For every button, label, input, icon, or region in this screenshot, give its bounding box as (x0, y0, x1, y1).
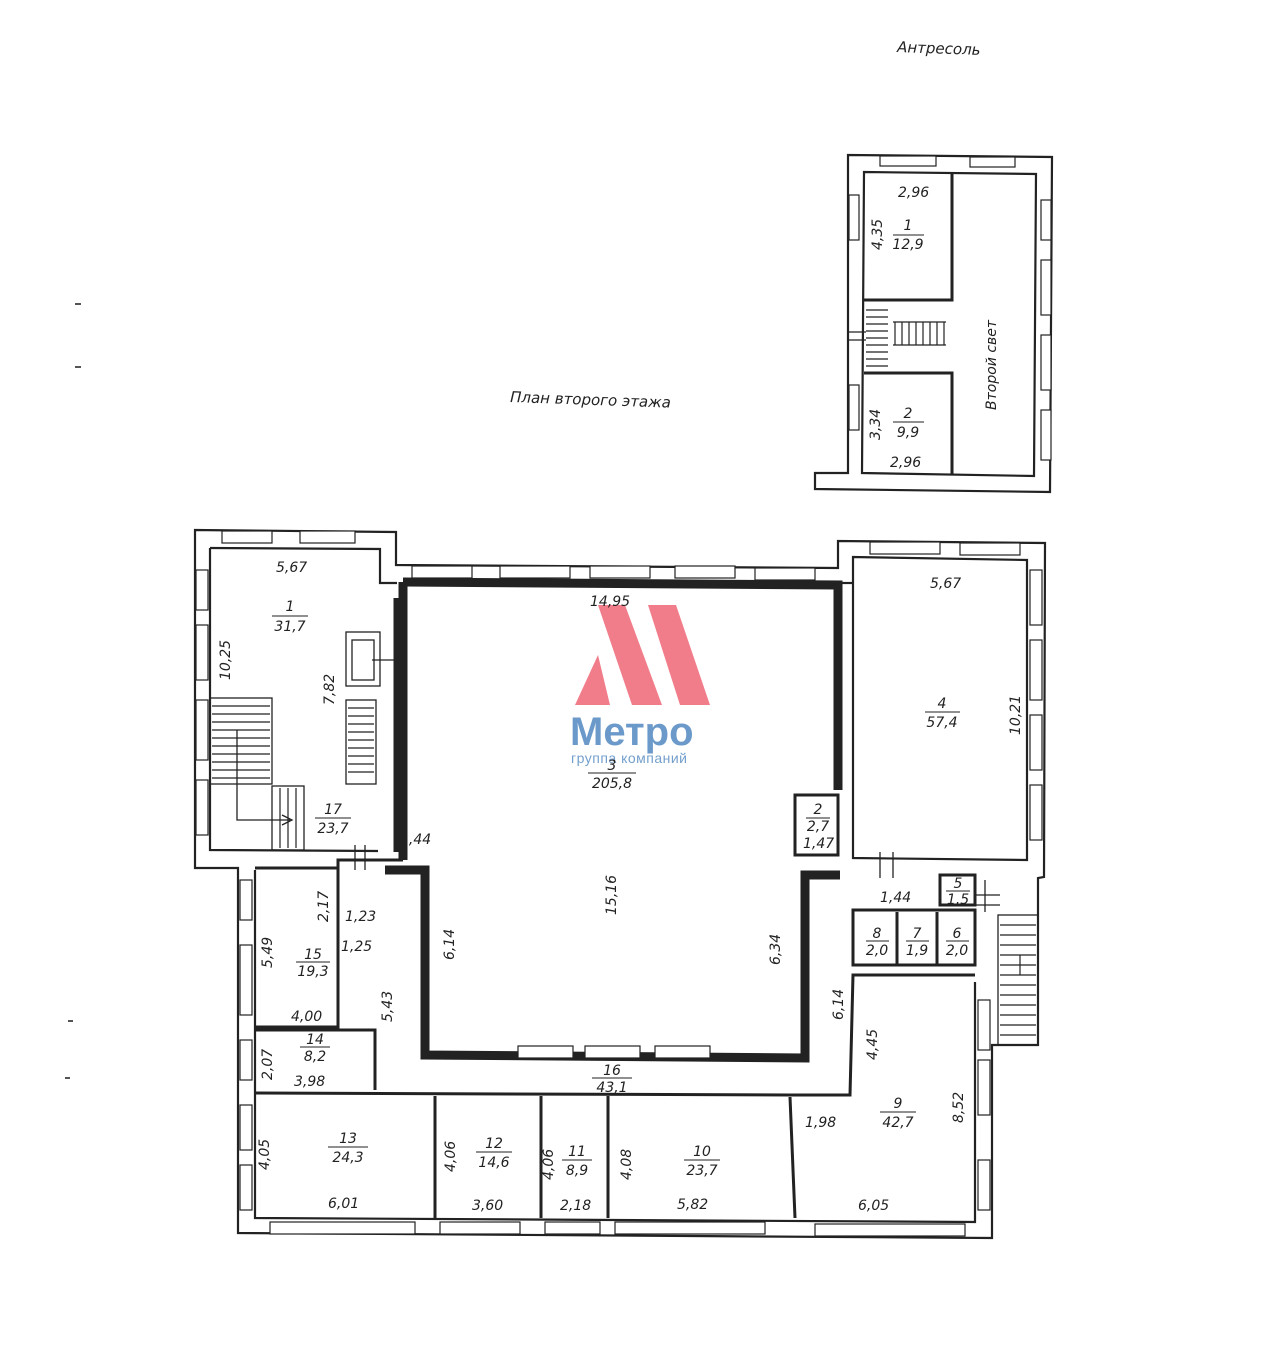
second-floor-title: План второго этажа (510, 388, 671, 412)
mezz-room1-number: 1 (904, 218, 913, 234)
logo-tagline: группа компаний (571, 750, 688, 766)
dim-r1-stair: 7,82 (322, 674, 338, 705)
dim-r9-b: 4,45 (865, 1029, 881, 1060)
dim-r12-width: 3,60 (472, 1198, 503, 1214)
room6-number: 6 (953, 926, 962, 942)
dim-r11-height: 4,06 (541, 1149, 557, 1180)
dim-r3-left: 6,14 (442, 929, 458, 960)
room13-area: 24,3 (332, 1150, 363, 1166)
dim-r9-c: 8,52 (951, 1092, 967, 1123)
room12-area: 14,6 (478, 1155, 509, 1171)
room8-number: 8 (873, 926, 882, 942)
mezz-room1-area: 12,9 (892, 237, 923, 253)
room17-number: 17 (324, 802, 342, 818)
dim-r3-width: 14,95 (590, 594, 630, 610)
mezzanine-title: Антресоль (896, 38, 981, 59)
mezz-room1-width: 2,96 (898, 185, 929, 201)
scan-specks (65, 303, 81, 1079)
room12-number: 12 (485, 1136, 503, 1152)
room15-number: 15 (304, 947, 322, 963)
dim-r15-b: 1,23 (345, 909, 376, 925)
metro-logo: Метро группа компаний (570, 605, 710, 766)
dim-r4-width: 5,67 (930, 576, 961, 592)
room5-area: 1,5 (947, 892, 969, 908)
dim-r9-a: 6,14 (831, 989, 847, 1020)
room3-number: 3 (608, 758, 617, 774)
dim-r1-height: 10,25 (218, 640, 234, 680)
dim-r12-height: 4,06 (443, 1141, 459, 1172)
room9-number: 9 (894, 1096, 903, 1112)
room4-number: 4 (938, 696, 947, 712)
dim-r13-height: 4,05 (257, 1139, 273, 1170)
room7-area: 1,9 (906, 943, 928, 959)
dim-r11-width: 2,18 (560, 1198, 591, 1214)
dim-r1-width: 5,67 (276, 560, 307, 576)
dim-r15-width: 4,00 (291, 1009, 322, 1025)
room3-area: 205,8 (592, 776, 632, 792)
room6-area: 2,0 (946, 943, 968, 959)
dim-r15-height: 5,49 (260, 937, 276, 968)
mezz-room2-number: 2 (904, 406, 913, 422)
room2-area: 2,7 (807, 819, 829, 835)
logo-name: Метро (570, 710, 694, 754)
dim-corridor-left: 1,44 (400, 832, 431, 848)
mezz-room2-depth: 3,34 (868, 409, 884, 440)
dim-r10-width: 5,82 (677, 1197, 708, 1213)
room4-area: 57,4 (926, 715, 957, 731)
room9-area: 42,7 (882, 1115, 913, 1131)
room1-area: 31,7 (274, 619, 305, 635)
room14-number: 14 (306, 1032, 324, 1048)
room16-number: 16 (603, 1063, 621, 1079)
dim-r9-width: 6,05 (858, 1198, 889, 1214)
room15-area: 19,3 (297, 964, 328, 980)
room1-number: 1 (286, 599, 295, 615)
dim-r15-d: 5,43 (380, 991, 396, 1022)
room14-area: 8,2 (304, 1049, 326, 1065)
mezz-room1-depth: 4,35 (870, 219, 886, 250)
dim-r4-height: 10,21 (1008, 695, 1024, 735)
room10-area: 23,7 (686, 1163, 717, 1179)
dim-r15-c: 1,25 (341, 939, 372, 955)
mezzanine-plan: 2,96 4,35 1 12,9 3,34 2 9,9 2,96 Второй … (813, 153, 1054, 494)
dimension-labels: 5,67 10,25 7,82 14,95 15,16 6,14 6,34 5,… (218, 560, 1024, 1214)
room5-number: 5 (954, 876, 963, 892)
room-labels: 1 31,7 2 2,7 3 205,8 4 57,4 5 1,5 6 2,0 … (272, 599, 970, 1179)
dim-r3-right: 6,34 (768, 934, 784, 965)
room8-area: 2,0 (866, 943, 888, 959)
room7-number: 7 (913, 926, 922, 942)
mezz-room2-width: 2,96 (890, 455, 921, 471)
room11-number: 11 (568, 1144, 586, 1160)
room10-number: 10 (693, 1144, 711, 1160)
dim-r14-height: 2,07 (260, 1049, 276, 1080)
double-height-label: Второй свет (984, 319, 1000, 410)
dim-r3-height: 15,16 (604, 875, 620, 915)
room17-area: 23,7 (317, 821, 348, 837)
room2-number: 2 (814, 802, 823, 818)
dim-r2-depth: 1,47 (803, 836, 834, 852)
room11-area: 8,9 (566, 1163, 588, 1179)
dim-corridor-right: 1,44 (880, 890, 911, 906)
dim-r13-width: 6,01 (328, 1196, 359, 1212)
dim-r15-a: 2,17 (316, 891, 332, 922)
dim-r9-d: 1,98 (805, 1115, 836, 1131)
second-floor-plan (193, 528, 1047, 1240)
dim-r14-width: 3,98 (294, 1074, 325, 1090)
room16-area: 43,1 (596, 1080, 627, 1096)
room13-number: 13 (339, 1131, 357, 1147)
dim-r10-height: 4,08 (619, 1149, 635, 1180)
mezz-room2-area: 9,9 (897, 425, 919, 441)
